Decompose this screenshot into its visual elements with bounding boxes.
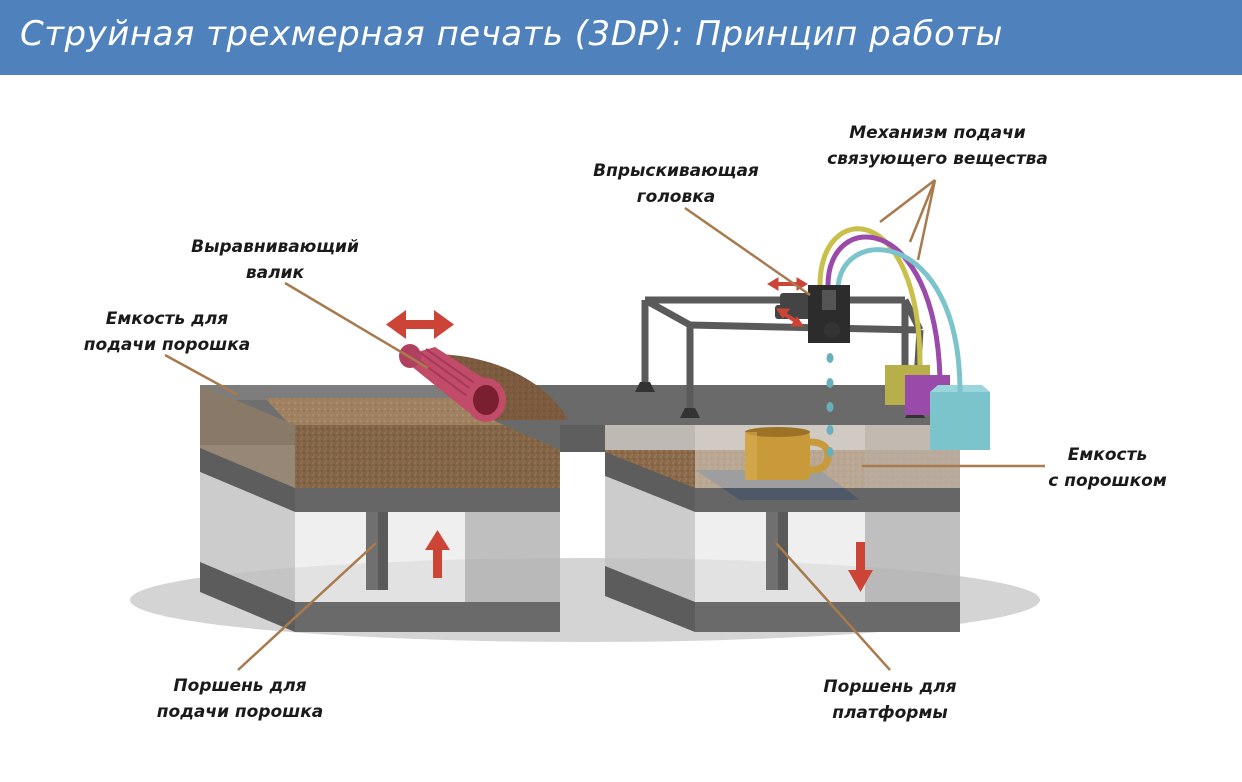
down-arrow-icon [848,542,873,592]
print-head [775,285,850,343]
up-arrow-icon [425,530,450,578]
binder-drops [826,353,834,457]
leader-lines [164,179,1045,671]
page-title: Струйная трехмерная печать (3DP): Принци… [20,14,1003,54]
build-unit [470,385,960,632]
title-bar: Струйная трехмерная печать (3DP): Принци… [0,0,1242,75]
leveling-roller [399,344,568,422]
roller-move-arrow-icon [386,310,454,339]
binder-tubes [817,226,963,393]
binder-tanks [885,365,990,450]
